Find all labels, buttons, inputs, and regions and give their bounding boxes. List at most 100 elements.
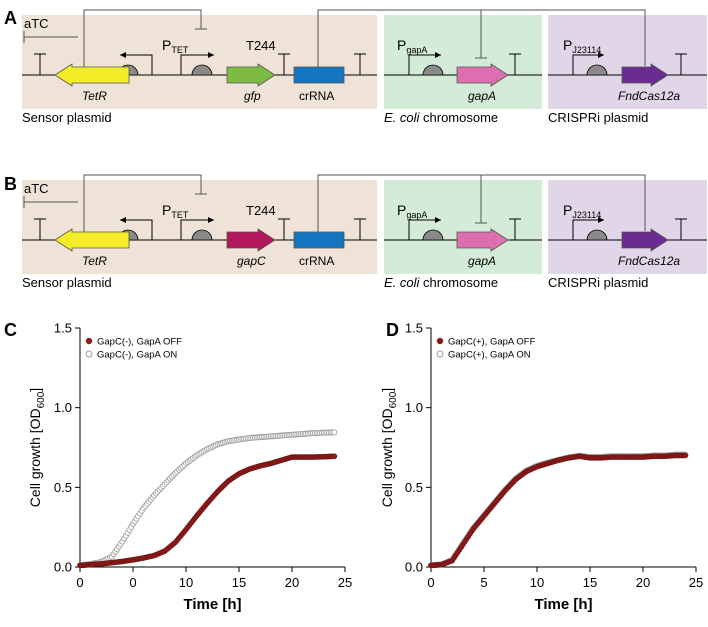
y-axis-label-main: Cell growth [OD [27,408,43,507]
promoter-tet-label: PTET [162,202,189,220]
panel-letter: C [4,320,17,340]
regulation-lines [23,9,646,68]
y-axis-label-main: Cell growth [OD [379,408,395,507]
legend-label: GapC(+), GapA OFF [448,337,536,348]
chromosome-label: E. coli chromosome [384,110,498,125]
panel-b: B aTC [4,174,707,290]
terminator-label: T244 [246,203,276,218]
legend-marker [85,350,93,358]
gapa-gene [456,63,509,87]
crispri-plasmid-label: CRISPRi plasmid [548,110,648,125]
y-axis-label: Cell growth [OD600] [379,388,399,507]
panel-letter: A [4,8,17,28]
x-tick-label: 15 [583,575,597,590]
x-axis-label: Time [h] [183,596,241,613]
x-tick-label: 25 [689,575,703,590]
tetr-gene [54,228,130,252]
cas-label: FndCas12a [618,89,680,103]
x-tick-label: 20 [636,575,650,590]
x-tick-label: 25 [338,575,352,590]
panel-a: A aTC [4,8,707,125]
y-axis-label-sub: 600 [388,391,399,408]
legend-label: GapC(-), GapA ON [97,350,177,361]
cas-label: FndCas12a [618,254,680,268]
y-tick-label: 1.0 [54,400,72,415]
y-tick-label: 0.5 [405,480,423,495]
y-tick-label: 1.0 [405,400,423,415]
data-point [682,452,689,459]
legend-marker [436,350,444,358]
promoter-gapa-label: PgapA [397,37,427,55]
sensor-plasmid-label: Sensor plasmid [22,275,112,290]
legend-marker [436,337,444,345]
panel-letter: B [4,174,17,194]
y-tick-label: 1.5 [405,321,423,336]
crrna-gene [293,231,345,249]
terminator-label: T244 [246,38,276,53]
inducer-label: aTC [24,181,49,196]
series-open [77,429,338,569]
x-tick-label: 0 [129,575,136,590]
legend-label: GapC(-), GapA OFF [97,337,182,348]
crrna-gene [293,66,345,84]
gapa-gene [456,228,509,252]
crispri-plasmid-label: CRISPRi plasmid [548,275,648,290]
tetr-label: TetR [82,254,107,268]
reporter-label: gapC [237,254,266,268]
sensor-plasmid-label: Sensor plasmid [22,110,112,125]
data-point [331,453,338,460]
promoter-arrows [120,52,604,75]
series-open [427,451,689,569]
x-tick-label: 15 [232,575,246,590]
y-tick-label: 0.0 [54,560,72,575]
y-axis-label: Cell growth [OD600] [27,388,47,507]
legend-label: GapC(+), GapA ON [448,350,531,361]
rbs-symbols [117,229,608,241]
x-tick-label: 5 [480,575,487,590]
y-axis-label-end: ] [379,388,395,392]
x-tick-label: 20 [285,575,299,590]
y-axis-label-sub: 600 [36,391,47,408]
promoter-tet-label: PTET [162,37,189,55]
chromosome-region [384,180,542,274]
gapa-label: gapA [468,89,496,103]
reporter-gene [226,228,276,252]
gapa-label: gapA [468,254,496,268]
inducer-label: aTC [24,16,49,31]
x-axis-label: Time [h] [534,596,592,613]
cas-gene [621,228,669,252]
x-tick-label: 0 [427,575,434,590]
regulation-lines [23,174,646,233]
x-tick-label: 10 [530,575,544,590]
promoter-j-label: PJ23114 [563,202,601,220]
promoter-gapa-label: PgapA [397,202,427,220]
tetr-label: TetR [82,89,107,103]
y-axis-label-end: ] [27,388,43,392]
cas-gene [621,63,669,87]
chromosome-region [384,15,542,109]
y-tick-label: 0.5 [54,480,72,495]
crrna-label: crRNA [299,89,334,103]
x-tick-label: 10 [179,575,193,590]
x-tick-label: 0 [76,575,83,590]
y-tick-label: 1.5 [54,321,72,336]
terminator-symbols [34,53,687,75]
promoter-arrows [120,217,604,240]
promoter-j-label: PJ23114 [563,37,601,55]
data-point [331,429,338,436]
panel-letter: D [386,320,399,340]
chromosome-label: E. coli chromosome [384,275,498,290]
crrna-label: crRNA [299,254,334,268]
series-filled [428,452,689,569]
legend-marker [85,337,93,345]
terminator-symbols [34,218,687,240]
reporter-gene [226,63,276,87]
reporter-label: gfp [244,89,261,103]
y-tick-label: 0.0 [405,560,423,575]
series-filled [77,453,338,569]
tetr-gene [54,63,130,87]
